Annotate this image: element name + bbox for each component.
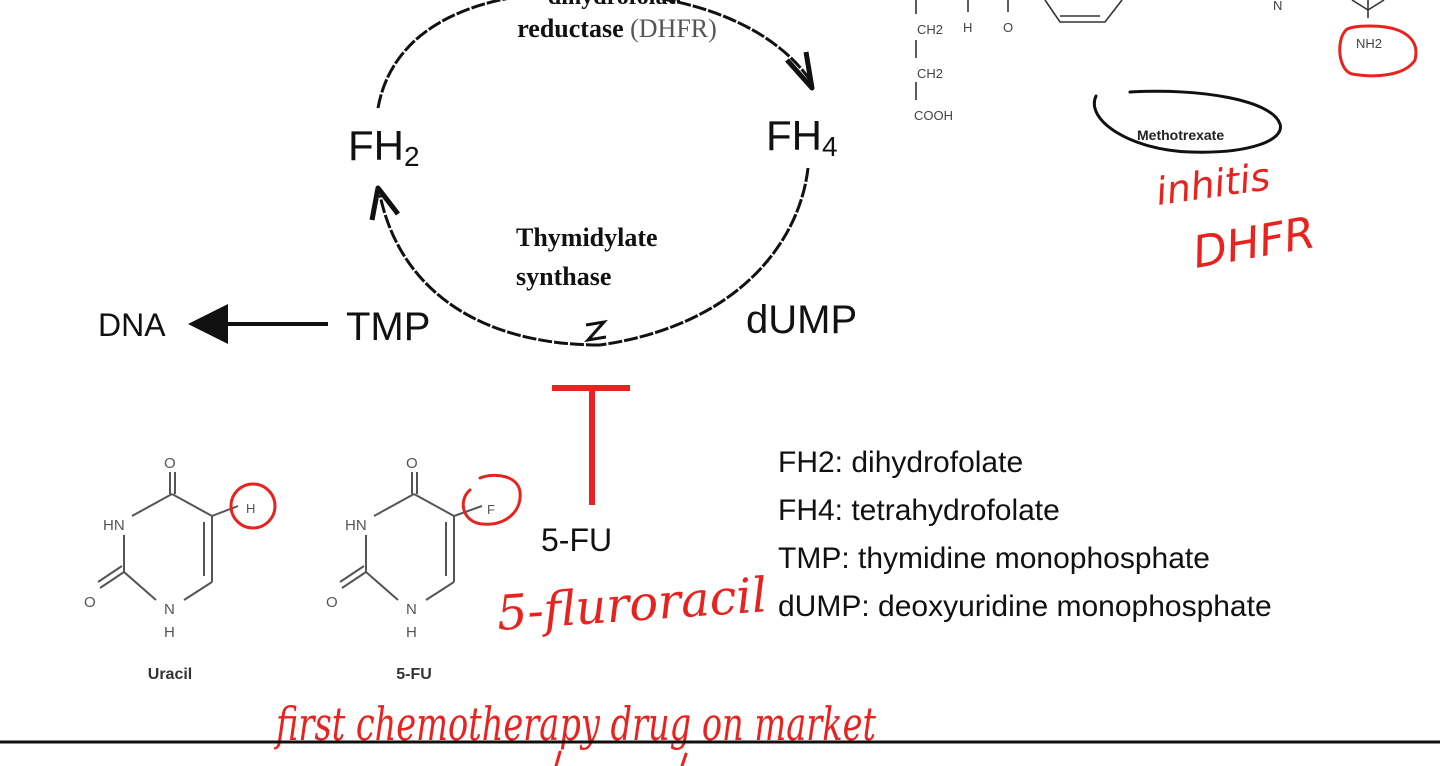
node-dump: dUMP [746, 298, 857, 342]
methotrexate-oval [1092, 89, 1282, 154]
methotrexate-label: Methotrexate [1137, 127, 1224, 143]
node-fh2: FH2 [348, 122, 420, 172]
dhfr-label-abbr: (DHFR) [630, 14, 717, 43]
fu-substituent: F [487, 502, 495, 517]
fu-atom-n: N [406, 601, 417, 618]
legend-item-fh2: FH2: dihydrofolate [778, 446, 1023, 479]
methotrexate-atom-labels: CH2 CH2 COOH H O N NH2 [914, 0, 1382, 123]
uracil-atom-n: N [164, 601, 175, 618]
annotation-inhibits: inhitis [1153, 154, 1273, 214]
enzyme-ts-line1: Thymidylate [516, 223, 658, 252]
fu-atom-h: H [406, 624, 417, 641]
dhfr-label: reductase (DHFR) [517, 14, 717, 43]
fu-atom-o-left: O [326, 594, 338, 611]
atom-ch2-b: CH2 [917, 66, 943, 81]
cycle-arc-left [378, 194, 601, 347]
methotrexate-structure [915, 0, 1385, 100]
inhibitor-label: 5-FU [541, 522, 612, 558]
cycle-arc-right [599, 167, 810, 347]
uracil-atom-o-left: O [84, 594, 96, 611]
uracil-substituent: H [246, 501, 255, 516]
legend-item-tmp: TMP: thymidine monophosphate [778, 542, 1210, 575]
atom-nh2: NH2 [1356, 36, 1382, 51]
nh2-circle [1338, 24, 1418, 78]
dhfr-label-partial: dihydrofolate [548, 0, 687, 10]
fu-atom-o-top: O [406, 455, 418, 472]
folate-cycle: dihydrofolate reductase (DHFR) FH2 FH4 T… [98, 0, 857, 349]
atom-ch2-a: CH2 [917, 22, 943, 37]
uracil-atom-h: H [164, 624, 175, 641]
atom-n-top: N [1273, 0, 1282, 13]
cycle-arc-top [376, 0, 812, 109]
uracil-atoms: O HN O N H H [84, 455, 255, 641]
arrowhead-to-fh4 [785, 51, 815, 91]
arrowhead-to-fh2 [369, 185, 400, 221]
atom-o: O [1003, 20, 1013, 35]
legend-item-fh4: FH4: tetrahydrofolate [778, 494, 1060, 527]
atom-cooh: COOH [914, 108, 953, 123]
inhibition-bar [552, 385, 630, 505]
fu-name: 5-FU [396, 666, 432, 683]
fu-atoms: O HN O N H F [326, 455, 495, 641]
uracil-atom-o-top: O [164, 455, 176, 472]
abbreviation-legend: FH2: dihydrofolate FH4: tetrahydrofolate… [778, 446, 1272, 623]
handwritten-fluorouracil: 5-fluroracil [495, 567, 769, 642]
atom-h: H [963, 20, 972, 35]
node-fh4: FH4 [766, 112, 838, 162]
fu-f-circle [461, 473, 522, 526]
uracil-name: Uracil [148, 666, 192, 683]
uracil-structure [97, 472, 239, 601]
fu-structure [339, 472, 483, 601]
node-tmp: TMP [346, 305, 430, 349]
uracil-h-circle [229, 482, 277, 530]
annotation-dhfr: DHFR [1189, 207, 1319, 279]
uracil-atom-hn: HN [103, 517, 125, 534]
legend-item-dump: dUMP: deoxyuridine monophosphate [778, 590, 1272, 623]
enzyme-ts-line2: synthase [516, 262, 611, 291]
node-dna: DNA [98, 307, 166, 343]
fu-atom-hn: HN [345, 517, 367, 534]
cycle-squiggle [584, 319, 608, 343]
handwritten-tail-marks [554, 750, 688, 766]
dhfr-label-bold: reductase [517, 14, 623, 43]
